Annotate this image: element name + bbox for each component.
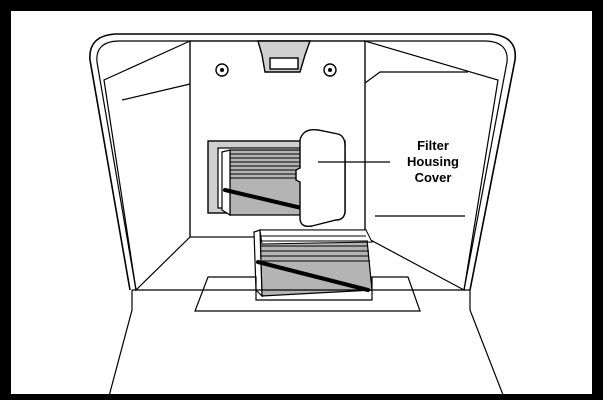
cabinet-shell-outer <box>89 33 517 291</box>
filter-housing-cover <box>295 129 346 228</box>
callout-line-3: Cover <box>414 170 452 185</box>
right-panel-edge-top <box>364 71 468 84</box>
screw-left-icon <box>215 63 229 77</box>
screw-right-icon <box>323 63 337 77</box>
filter-housing-cover-label: Filter Housing Cover <box>378 138 488 186</box>
base-tray <box>194 276 421 312</box>
latch-slot <box>269 57 299 70</box>
installed-filter <box>221 149 313 217</box>
left-interior-panel <box>103 40 191 292</box>
removed-filter <box>253 229 373 298</box>
cabinet-front-right <box>469 290 506 400</box>
callout-line-1: Filter <box>417 138 449 153</box>
cabinet-front-left <box>107 290 133 400</box>
left-panel-edge <box>121 83 191 101</box>
callout-line-2: Housing <box>407 154 459 169</box>
